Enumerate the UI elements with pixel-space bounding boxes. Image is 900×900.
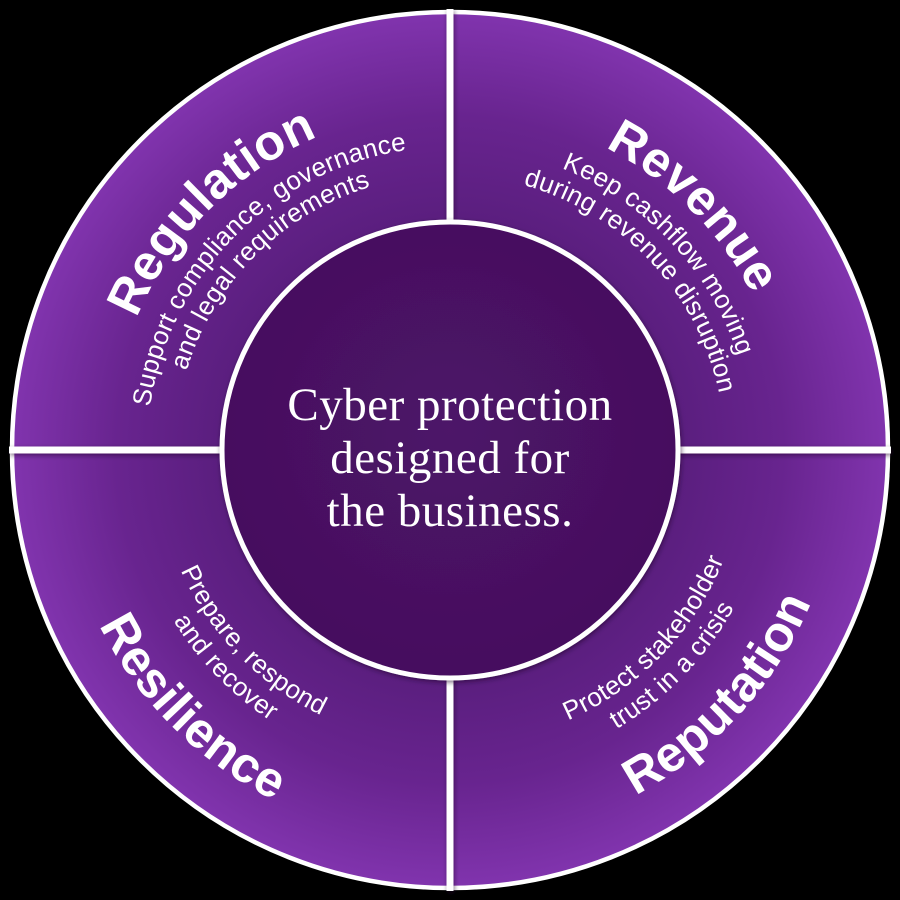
center-statement-line1: Cyber protection — [287, 379, 612, 431]
center-circle — [219, 219, 681, 681]
center-statement: Cyber protection designed for the busine… — [287, 379, 612, 537]
center-statement-line3: the business. — [327, 485, 574, 537]
center-statement-line2: designed for — [330, 432, 570, 484]
